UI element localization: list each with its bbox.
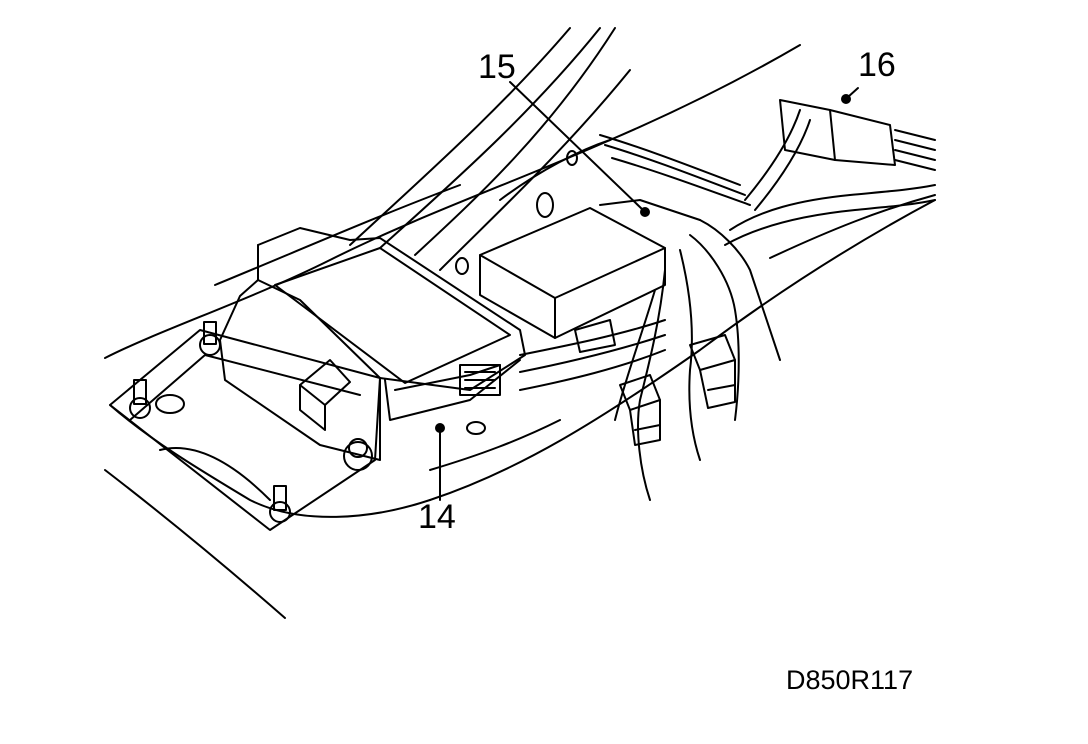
- pillar-structure: [349, 27, 631, 275]
- bolt-icon: [129, 379, 151, 419]
- mounting-plate: [109, 329, 486, 531]
- figure-reference: D850R117: [786, 665, 914, 695]
- bolt-icon-group: [129, 321, 373, 523]
- callout-leaders: [435, 81, 859, 501]
- hanging-connector: [689, 334, 736, 409]
- wiring-harness: [519, 109, 936, 501]
- callout-15: 15: [478, 48, 516, 86]
- bolt-icon: [199, 321, 221, 356]
- bolt-icon: [269, 485, 291, 523]
- hanging-connector: [619, 374, 661, 446]
- airbag-control-module: [219, 227, 526, 461]
- callout-16: 16: [858, 46, 896, 84]
- callout-14: 14: [418, 498, 456, 536]
- connector-16: [779, 99, 936, 171]
- bolt-icon: [343, 438, 373, 471]
- side-sensor-unit: [479, 199, 701, 353]
